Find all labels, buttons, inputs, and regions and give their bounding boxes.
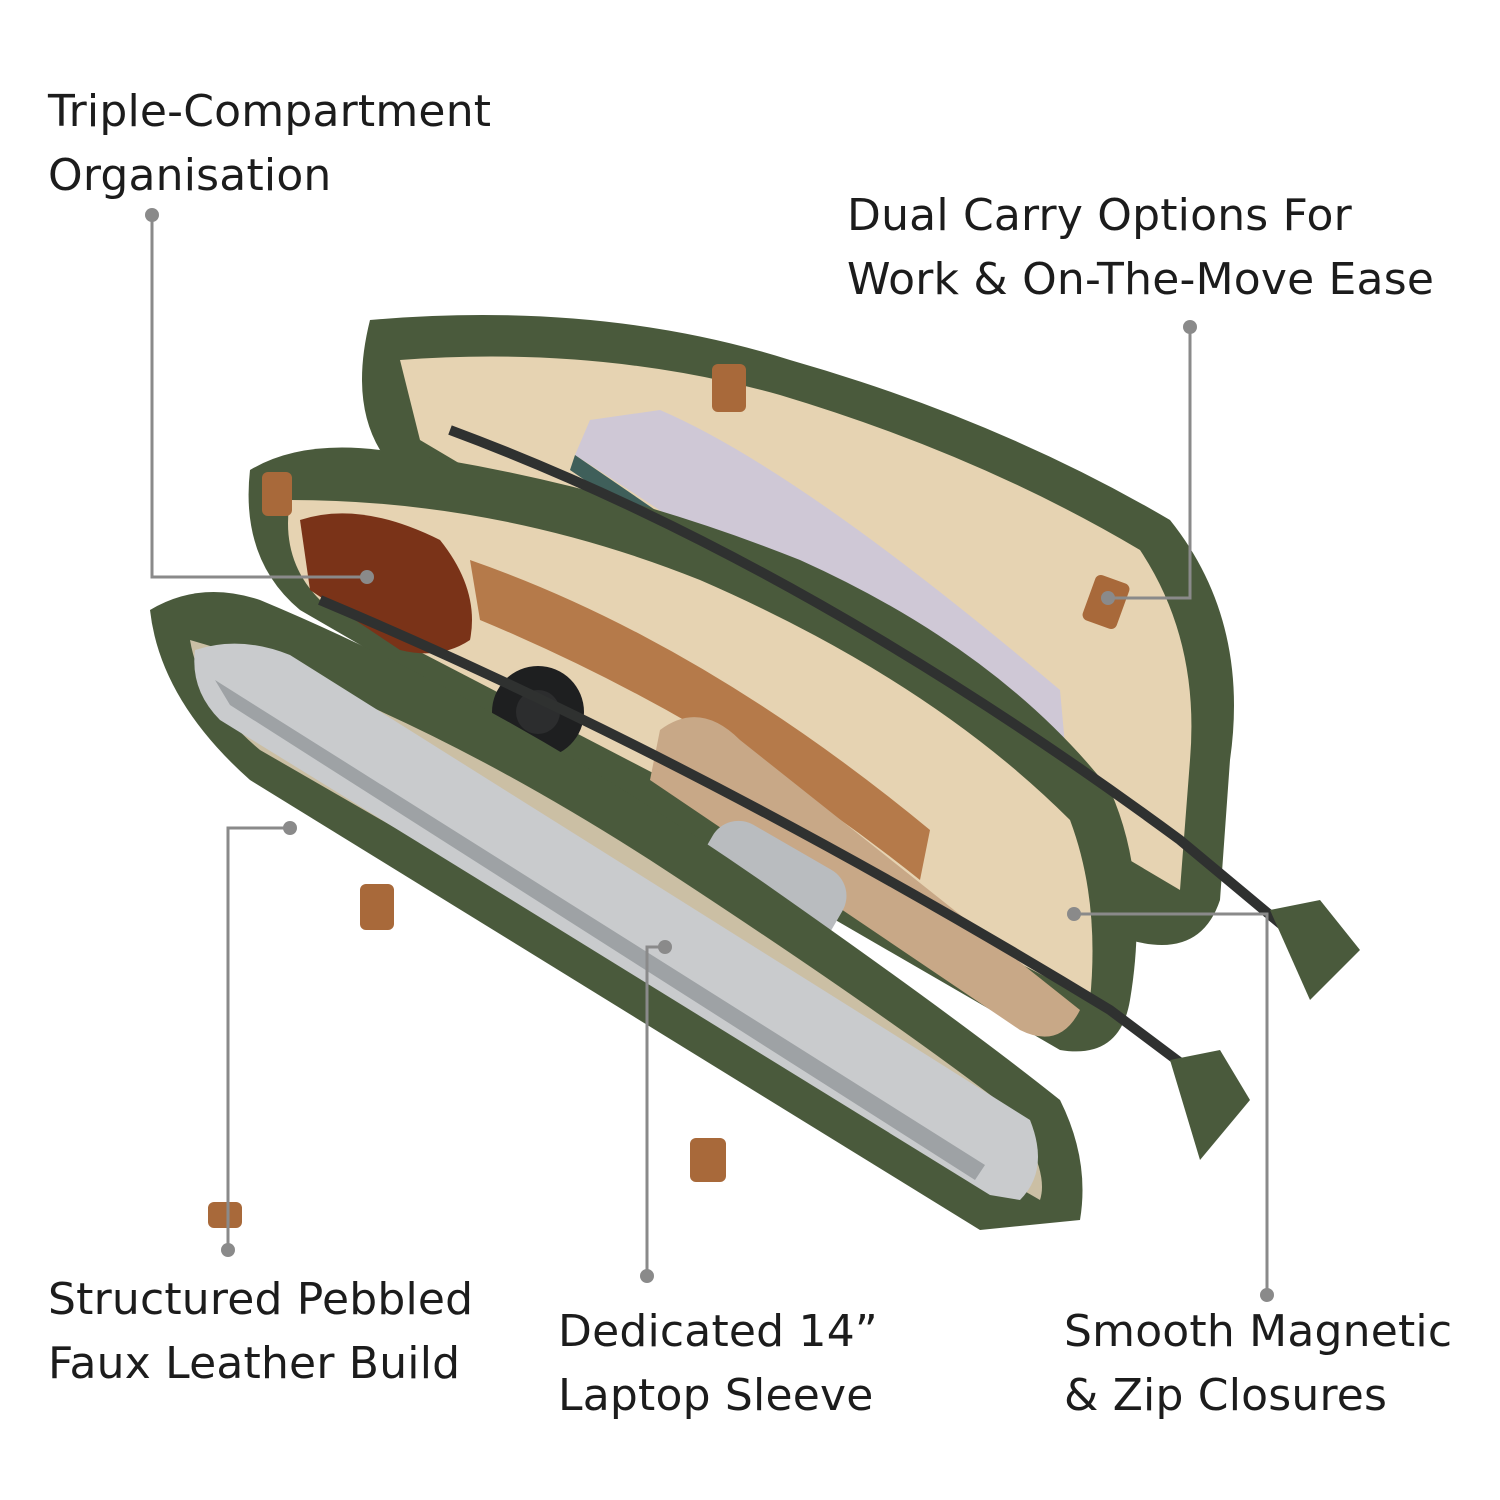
callout-carry: Dual Carry Options For Work & On-The-Mov… [847, 184, 1434, 312]
callout-carry-line1: Dual Carry Options For [847, 190, 1352, 241]
handle-tab [690, 1138, 726, 1182]
zipper-back [448, 425, 1304, 944]
callout-laptop-line2: Laptop Sleeve [558, 1370, 874, 1421]
handle-tab [360, 884, 394, 930]
laptop [194, 643, 1038, 1200]
laptop-inner [215, 680, 985, 1180]
zipper-pull-right [1270, 900, 1360, 1000]
callout-build-line2: Faux Leather Build [48, 1338, 461, 1389]
callout-build-line1: Structured Pebbled [48, 1274, 474, 1325]
callout-laptop: Dedicated 14” Laptop Sleeve [558, 1300, 878, 1428]
handle-tab [712, 364, 746, 412]
callout-build: Structured Pebbled Faux Leather Build [48, 1268, 473, 1396]
callout-laptop-line1: Dedicated 14” [558, 1306, 878, 1357]
callout-closures-line2: & Zip Closures [1064, 1370, 1388, 1421]
callout-closures: Smooth Magnetic & Zip Closures [1064, 1300, 1452, 1428]
callout-closures-line1: Smooth Magnetic [1064, 1306, 1453, 1357]
zipper-pull-lower [1170, 1050, 1250, 1160]
callout-carry-line2: Work & On-The-Move Ease [847, 254, 1435, 305]
handle-tab [262, 472, 292, 516]
callout-compartments-line2: Organisation [48, 150, 332, 201]
handle-tab [208, 1202, 242, 1228]
tube-item [650, 717, 1080, 1037]
zipper-middle [318, 595, 1233, 1104]
callout-compartments: Triple-Compartment Organisation [48, 80, 491, 208]
callout-compartments-line1: Triple-Compartment [48, 86, 492, 137]
